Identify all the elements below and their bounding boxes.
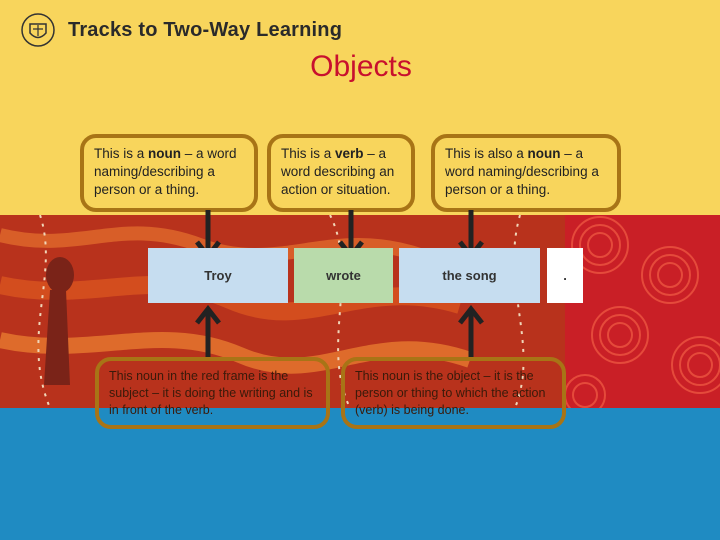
callout-verb: This is a verb – a word describing an ac…	[267, 134, 415, 212]
callout-object: This noun is the object – it is the pers…	[341, 357, 566, 429]
callout-noun-object: This is also a noun – a word naming/desc…	[431, 134, 621, 212]
sentence-punct-box: .	[547, 248, 583, 303]
header: Tracks to Two-Way Learning	[20, 12, 342, 48]
yellow-band	[0, 0, 720, 215]
arrow-up-object	[458, 305, 484, 357]
callout-noun-subject: This is a noun – a word naming/describin…	[80, 134, 258, 212]
callout-subject: This noun in the red frame is the subjec…	[95, 357, 330, 429]
brand-title: Tracks to Two-Way Learning	[68, 18, 343, 41]
arrow-up-subject	[195, 305, 221, 357]
sentence-object-box: the song	[399, 248, 540, 303]
sentence-subject-box: Troy	[148, 248, 288, 303]
wa-crest-icon	[21, 13, 55, 47]
blue-band	[0, 408, 720, 540]
sentence-verb-box: wrote	[294, 248, 393, 303]
page-title: Objects	[310, 50, 412, 83]
